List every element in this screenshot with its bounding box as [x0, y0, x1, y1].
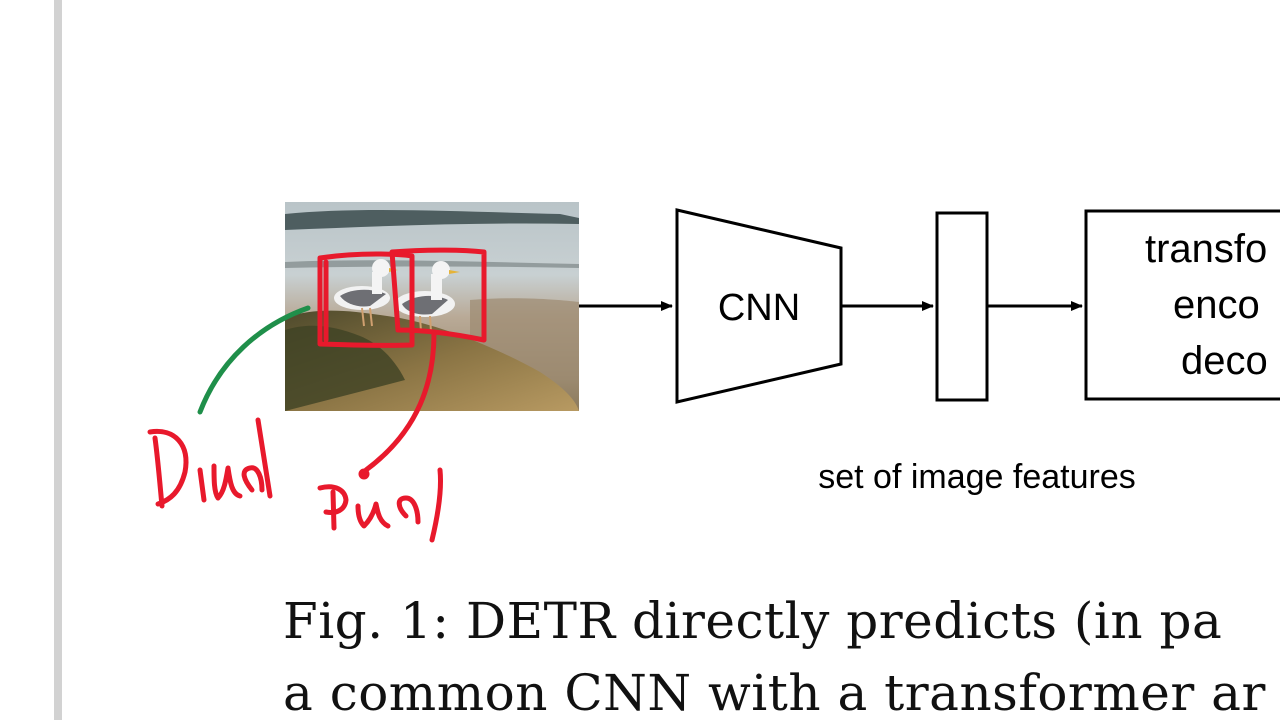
caption-line-2: a common CNN with a transformer ar	[283, 664, 1266, 720]
page-edge-scrollbar[interactable]	[54, 0, 62, 720]
cnn-label: CNN	[718, 287, 800, 329]
transformer-label-line-1: transfo	[1145, 227, 1267, 271]
cnn-block	[675, 208, 843, 404]
seagulls-photo	[285, 202, 579, 411]
handwritten-bird-annotation-right	[317, 467, 443, 543]
transformer-encoder-decoder-block	[1084, 209, 1280, 401]
caption-line-1: Fig. 1: DETR directly predicts (in pa	[283, 592, 1223, 650]
image-features-block	[935, 211, 989, 402]
annotation-green-pointer	[197, 305, 311, 415]
seagull-left	[334, 259, 398, 327]
image-features-label: set of image features	[818, 458, 1136, 496]
annotation-boxes	[317, 247, 487, 480]
transformer-label-line-3: deco	[1181, 339, 1268, 383]
figure-caption: Fig. 1: DETR directly predicts (in pa a …	[283, 585, 1280, 720]
transformer-label-line-2: enco	[1173, 283, 1260, 327]
handwritten-bird-annotation-left	[147, 417, 273, 509]
